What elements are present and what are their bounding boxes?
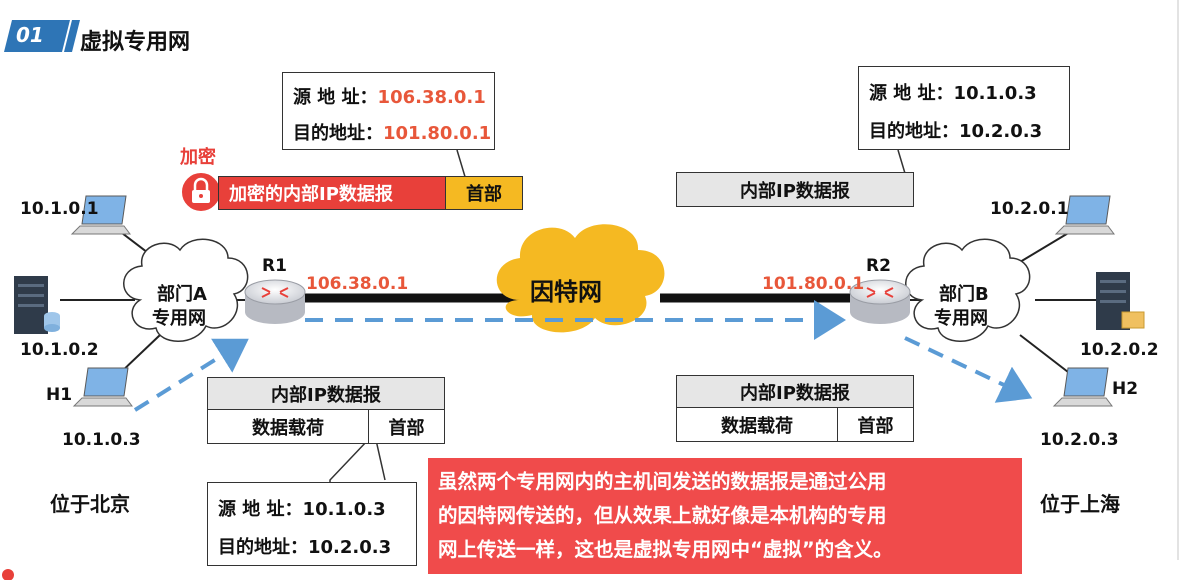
host-ip-label: 10.2.0.3 [1040,430,1119,450]
dst-value: 101.80.0.1 [383,123,492,144]
host-ip-label: 10.2.0.1 [990,199,1069,219]
host-ip-label: 10.1.0.3 [62,430,141,450]
router-r2-label: R2 [866,256,891,276]
dept-a-label: 部门A [157,284,207,305]
server-icon [14,276,60,334]
laptop-icon [1052,367,1113,407]
location-label: 位于上海 [1040,492,1120,516]
router-r2-ip: 101.80.0.1 [762,274,865,294]
host-ip-label: 10.2.0.2 [1080,340,1159,360]
lock-icon [180,171,222,213]
host-name-label: H2 [1112,379,1139,399]
host-ip-label: 10.1.0.1 [20,199,99,219]
location-label: 位于北京 [50,492,130,516]
dept-b-label: 部门B [939,284,989,305]
note-line: 的因特网传送的，但从效果上就好像是本机构的专用 [438,504,887,527]
inner-address-box: 源 地 址：10.1.0.3 目的地址：10.2.0.3 [858,66,1070,150]
dst-label: 目的地址： [218,537,308,558]
router-r1-icon [244,279,306,324]
dst-value: 10.2.0.3 [959,121,1043,142]
dst-label: 目的地址： [869,121,959,142]
dept-b-sublabel: 专用网 [934,308,988,329]
encrypted-packet: 加密的内部IP数据报 [218,176,446,210]
right-packet-payload: 数据载荷 [676,407,838,442]
arrow-r2-to-h2 [904,336,1033,403]
note-box: 虽然两个专用网内的主机间发送的数据报是通过公用 的因特网传送的，但从效果上就好像… [428,458,1022,574]
left-address-box: 源 地 址：10.1.0.3 目的地址：10.2.0.3 [207,482,417,566]
arrow-h1-to-r1 [133,338,249,412]
host-name-label: H1 [46,385,73,405]
src-value: 10.1.0.3 [953,83,1037,104]
note-line: 网上传送一样，这也是虚拟专用网中“虚拟”的含义。 [438,538,893,561]
encrypt-label: 加密 [180,147,216,168]
callout-pointer [375,439,386,481]
left-packet-header: 首部 [368,409,445,444]
router-r2-icon [849,279,911,324]
encrypted-packet-header: 首部 [445,176,523,210]
src-label: 源 地 址： [218,499,303,520]
page-title: 虚拟专用网 [80,30,191,55]
cloud-dept-a [123,238,249,342]
left-packet-payload: 数据载荷 [207,409,369,444]
router-r1-label: R1 [262,256,287,276]
section-number: 01 [16,23,44,47]
host-ip-label: 10.1.0.2 [20,340,99,360]
internet-cloud [496,224,665,333]
router-r1-ip: 106.38.0.1 [306,274,409,294]
right-links [905,231,1100,373]
src-value: 106.38.0.1 [377,87,486,108]
right-packet-header: 首部 [837,407,914,442]
misc-icon [2,569,14,580]
laptop-icon [1054,195,1115,235]
inner-packet-label: 内部IP数据报 [676,172,914,207]
server-icon [1096,272,1145,330]
internet-label: 因特网 [530,278,602,306]
dst-value: 10.2.0.3 [308,537,392,558]
cloud-dept-b [905,238,1031,342]
encrypted-packet-label: 加密的内部IP数据报 [229,184,393,205]
laptop-icon [70,195,131,235]
encrypted-address-box: 源 地 址：106.38.0.1 目的地址：101.80.0.1 [282,72,495,150]
laptop-icon [72,367,133,407]
src-label: 源 地 址： [869,83,954,104]
src-label: 源 地 址： [293,87,378,108]
dst-label: 目的地址： [293,123,383,144]
section-badge [4,20,80,52]
left-packet-title: 内部IP数据报 [207,377,445,410]
right-packet-title: 内部IP数据报 [676,375,914,408]
dept-a-sublabel: 专用网 [152,308,206,329]
src-value: 10.1.0.3 [302,499,386,520]
note-line: 虽然两个专用网内的主机间发送的数据报是通过公用 [438,470,887,493]
